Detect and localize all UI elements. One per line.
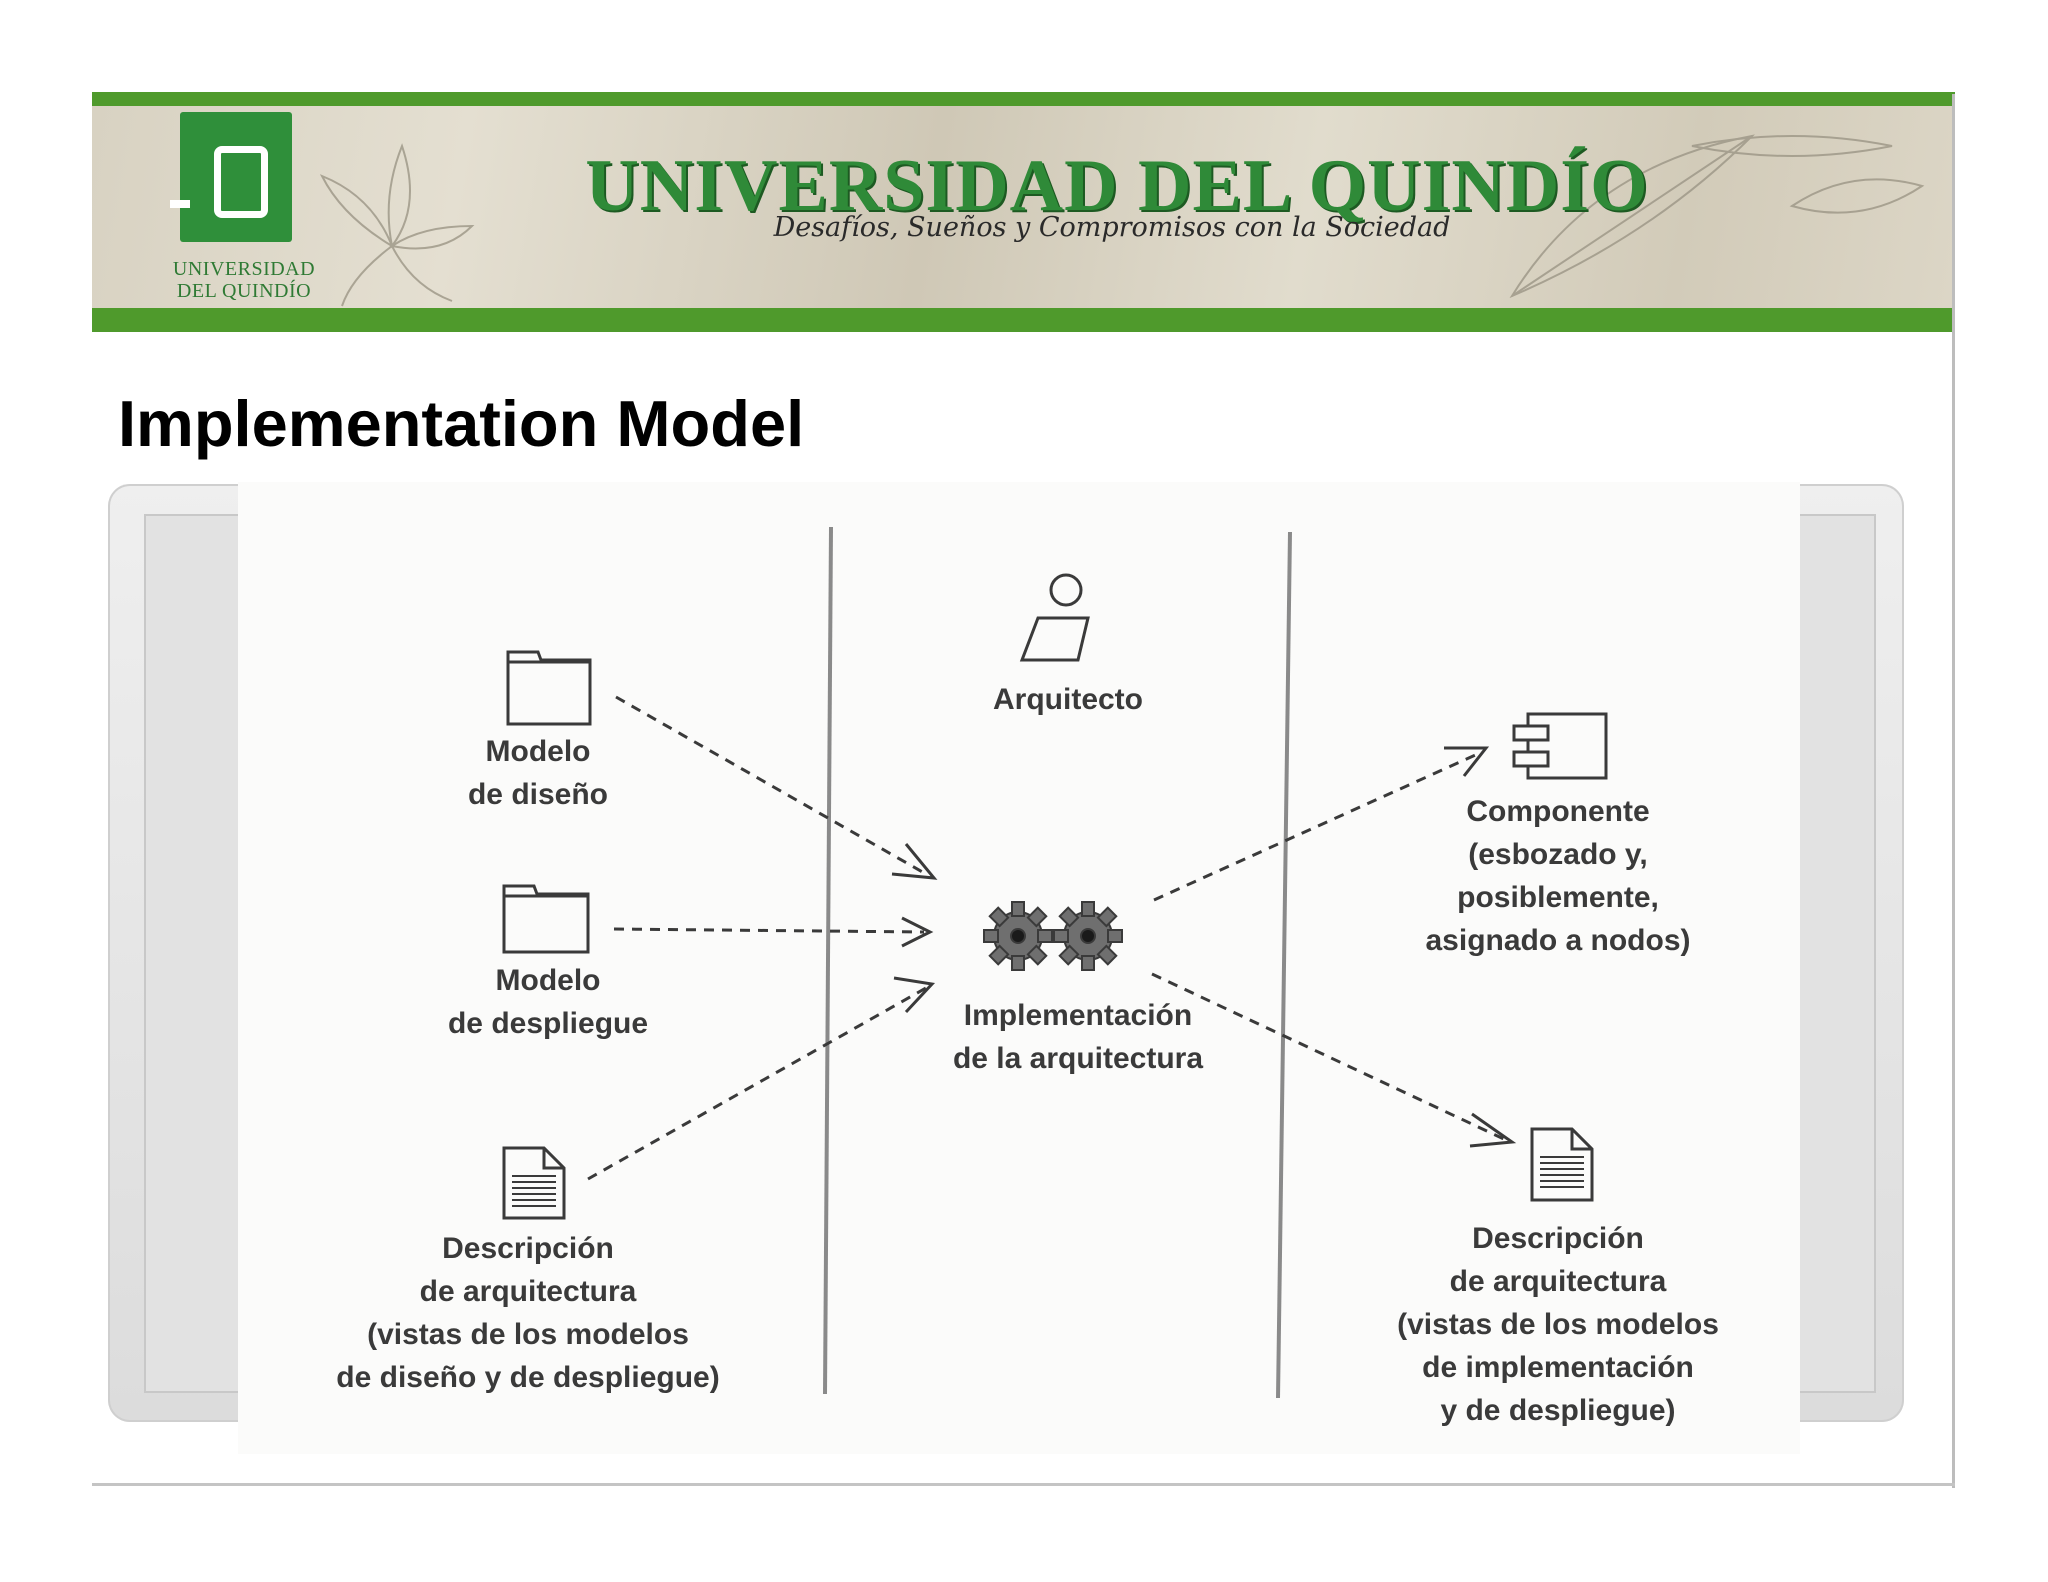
arrowhead bbox=[891, 843, 938, 880]
gears-icon bbox=[983, 901, 1123, 971]
university-title: UNIVERSIDAD DEL QUINDÍO bbox=[585, 145, 1649, 227]
worker-label: Arquitecto bbox=[993, 683, 1143, 716]
slide-border-right bbox=[1952, 94, 1955, 1488]
logo-text: UNIVERSIDAD DEL QUINDÍO bbox=[172, 258, 316, 302]
banner-background bbox=[92, 106, 1955, 308]
document-icon bbox=[502, 1146, 566, 1220]
arrow-deployment-model bbox=[613, 927, 925, 934]
university-motto: Desafíos, Sueños y Compromisos con la So… bbox=[773, 212, 1451, 243]
diagram-graphics bbox=[502, 526, 1608, 1399]
banner-top-stripe bbox=[92, 92, 1955, 106]
banner-bottom-stripe bbox=[92, 308, 1955, 332]
arrowhead bbox=[1444, 746, 1490, 777]
arrow-design-model bbox=[615, 695, 927, 876]
component-icon bbox=[1512, 712, 1608, 780]
worker-icon bbox=[1019, 573, 1090, 662]
slide-title: Implementation Model bbox=[118, 387, 805, 460]
document-icon bbox=[1530, 1127, 1594, 1202]
banner-botanical-illustration bbox=[319, 134, 1925, 307]
arrowhead bbox=[1469, 1112, 1517, 1148]
logo-q-shape bbox=[214, 146, 268, 218]
activity-label: Implementación de la arquitectura bbox=[952, 999, 1204, 1075]
arrowhead bbox=[901, 916, 934, 948]
swimlane-divider-left bbox=[823, 526, 833, 1395]
implementation-diagram: Arquitecto Modelo de diseño Modelo de de… bbox=[238, 482, 1800, 1454]
logo-q-tail bbox=[170, 200, 190, 208]
folder-icon bbox=[506, 650, 592, 726]
input-label-architecture-description: Descripción de arquitectura (vistas de l… bbox=[336, 1232, 720, 1394]
university-banner: UNIVERSIDAD DEL QUINDÍO UNIVERSIDAD DEL … bbox=[92, 92, 1955, 340]
university-logo bbox=[180, 112, 292, 242]
folder-icon bbox=[502, 884, 590, 954]
input-label-design-model: Modelo de diseño bbox=[467, 735, 609, 811]
arrow-architecture-description-out bbox=[1151, 972, 1507, 1142]
output-label-architecture-description: Descripción de arquitectura (vistas de l… bbox=[1397, 1222, 1719, 1427]
slide-border-bottom bbox=[92, 1483, 1955, 1486]
swimlane-divider-right bbox=[1276, 531, 1292, 1399]
arrowhead bbox=[893, 976, 936, 1014]
output-label-component: Componente (esbozado y, posiblemente, as… bbox=[1425, 795, 1691, 957]
arrow-component bbox=[1153, 750, 1483, 902]
input-label-deployment-model: Modelo de despliegue bbox=[447, 964, 649, 1040]
